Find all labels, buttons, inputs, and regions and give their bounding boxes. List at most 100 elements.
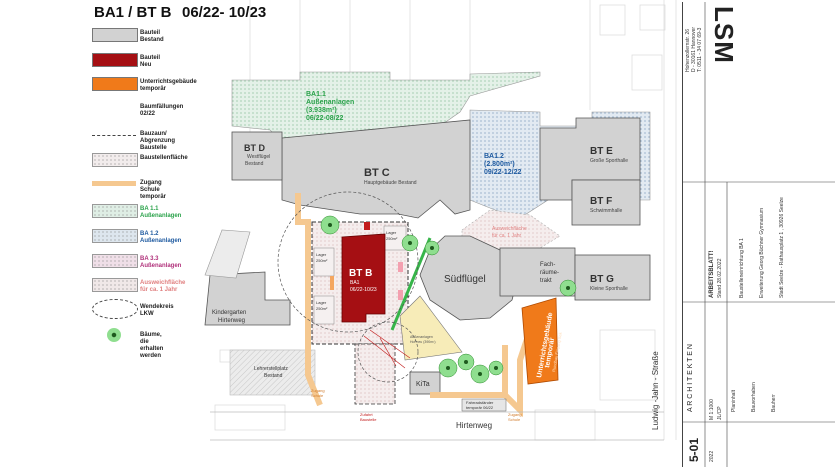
ba12-title: BA1.2: [484, 153, 504, 160]
access-label-south-1: Zugang: [508, 412, 522, 417]
btg-building: [574, 254, 651, 301]
ausweich-label-1: Ausweichfläche: [492, 226, 527, 232]
bike-label-2: temporär 06/22: [466, 405, 494, 410]
drawn-by: JL/CP: [717, 406, 723, 420]
ba11-subtitle: Außenanlagen: [306, 99, 354, 106]
title-block: LSM Hohenzollernstr. 26 D - 30161 Hannov…: [682, 2, 835, 467]
project-period: 06/22- 10/23: [182, 4, 267, 21]
crane-lines: [363, 329, 411, 369]
lager-size-3: 250m²: [386, 236, 398, 241]
legend-label: Wendekreis LKW: [140, 304, 174, 317]
fach-label-3: trakt: [540, 278, 552, 284]
site-access-label-1: Zufahrt: [360, 412, 374, 417]
lager-1: [313, 247, 335, 277]
kita-building: [409, 371, 441, 395]
bike-label-1: Fahrradständer: [466, 400, 494, 405]
parking-label-1: Lehrerstellplatz: [254, 366, 288, 372]
year: 2022: [709, 450, 715, 462]
trees: [320, 215, 577, 384]
logo: LSM: [709, 6, 739, 64]
legend-label: BA 1.1 Außenanlagen: [140, 206, 182, 219]
site-access-label-2: Baustelle: [360, 417, 377, 422]
lager-label-2: Lager: [316, 300, 327, 305]
temp-classroom-label-3: Rundbau Eingang Sek: [551, 332, 563, 372]
btf-name: BT F: [590, 196, 612, 207]
ba12-area-text: (2.800m²): [484, 161, 515, 168]
hof-label-1: Außenanlagen: [410, 335, 433, 339]
legend-label: Bauteil Bestand: [140, 30, 164, 43]
legend-label: Bauzaun/ Abgrenzung Baustelle: [140, 131, 175, 151]
sheet-date: Stand 28.02.2022: [717, 258, 723, 298]
btf-sub: Schwimmhalle: [590, 208, 622, 214]
green-path: [390, 237, 432, 331]
ba11-area-text: (3.938m²): [306, 107, 337, 114]
kindergarten-building: [204, 271, 291, 326]
btb-sub: BA1: [350, 280, 360, 286]
bh-label: Bauherr: [771, 394, 777, 412]
bte-sub: Große Sporthalle: [590, 158, 628, 164]
lager-size-1: 250m²: [316, 258, 328, 263]
bike-rack: [461, 398, 507, 412]
btg-name: BT G: [590, 274, 614, 285]
parking-area: [229, 349, 316, 396]
legend-swatch: [92, 254, 138, 268]
lager-label-1: Lager: [316, 252, 327, 257]
bv-label: Bauvorhaben: [751, 382, 757, 412]
turning-circle-small: [357, 321, 419, 383]
legend-label: Bauteil Neu: [140, 55, 161, 68]
access-band-south: [430, 329, 533, 418]
legend-label: Bäume, die erhalten werden: [140, 332, 164, 359]
btd-sub2: Bestand: [245, 161, 264, 167]
lager-size-2: 250m²: [316, 306, 328, 311]
access-label-west-1: Zugang: [311, 388, 325, 393]
project-title: BA1 / BT B: [94, 4, 172, 21]
turning-circle-large: [277, 191, 419, 333]
btd-building: [231, 131, 283, 181]
temp-classroom: [521, 297, 559, 385]
construction-approach: [354, 343, 396, 405]
sheet-label: ARBEITSBLATT!: [709, 250, 715, 298]
street-label: Ludwig -Jahn - Straße: [651, 351, 660, 430]
btf-building: [571, 179, 641, 226]
btc-building: [281, 119, 471, 219]
legend-swatch: [92, 278, 138, 292]
legend-swatch: [92, 77, 138, 91]
kindergarten-label-2: Hirtenweg: [218, 318, 245, 324]
scale: M 1:1000: [709, 399, 715, 420]
suedfluegel-building: [419, 235, 521, 321]
architekten-label: A R C H I T E K T E N: [687, 344, 694, 412]
btb-dates: 06/22-10/23: [350, 287, 377, 293]
parking-label-2: Bestand: [264, 373, 283, 379]
legend-label: BA 3.3 Außenanlagen: [140, 256, 182, 269]
btb-building: [341, 233, 386, 323]
ba11-title: BA1.1: [306, 91, 326, 98]
legend-swatch: [92, 229, 138, 243]
btc-sub: Hauptgebäude Bestand: [364, 180, 417, 186]
legend-label: BA 1.2 Außenanlagen: [140, 231, 182, 244]
legend-label: Baustellenfläche: [140, 155, 188, 161]
access-label-south-2: Schule: [508, 417, 521, 422]
lager-label-3: Lager: [386, 230, 397, 235]
bh-value: Stadt Seelze - Rathausplatz 1 , 30926 Se…: [779, 197, 785, 298]
red-marker: [364, 222, 370, 230]
legend-swatch: [92, 204, 138, 218]
fach-label-2: räume-: [540, 270, 559, 276]
legend-label: Ausweichfläche für ca. 1 Jahr: [140, 280, 186, 293]
orange-bar: [330, 276, 334, 290]
kita-label: KiTa: [416, 381, 430, 388]
legend-swatch: [92, 181, 136, 186]
access-label-west-2: Schule: [311, 393, 324, 398]
btd-sub1: Westflügel: [247, 154, 270, 160]
legend-label: Zugang Schule temporär: [140, 180, 167, 200]
ausweich-area: [461, 209, 561, 253]
legend-swatch: [107, 328, 121, 342]
legend-swatch: [92, 135, 136, 136]
kindergarten-wing: [204, 229, 251, 279]
legend-label: Unterrichtsgebäude temporär: [140, 79, 197, 92]
hof-label-2: Hof neu (390m²): [410, 340, 435, 344]
parcel-lines: [214, 0, 677, 441]
btb-name: BT B: [349, 268, 372, 279]
bv-value: Erweiterung Georg Büchner Gymnasium: [759, 207, 765, 298]
lager-2: [313, 295, 335, 325]
